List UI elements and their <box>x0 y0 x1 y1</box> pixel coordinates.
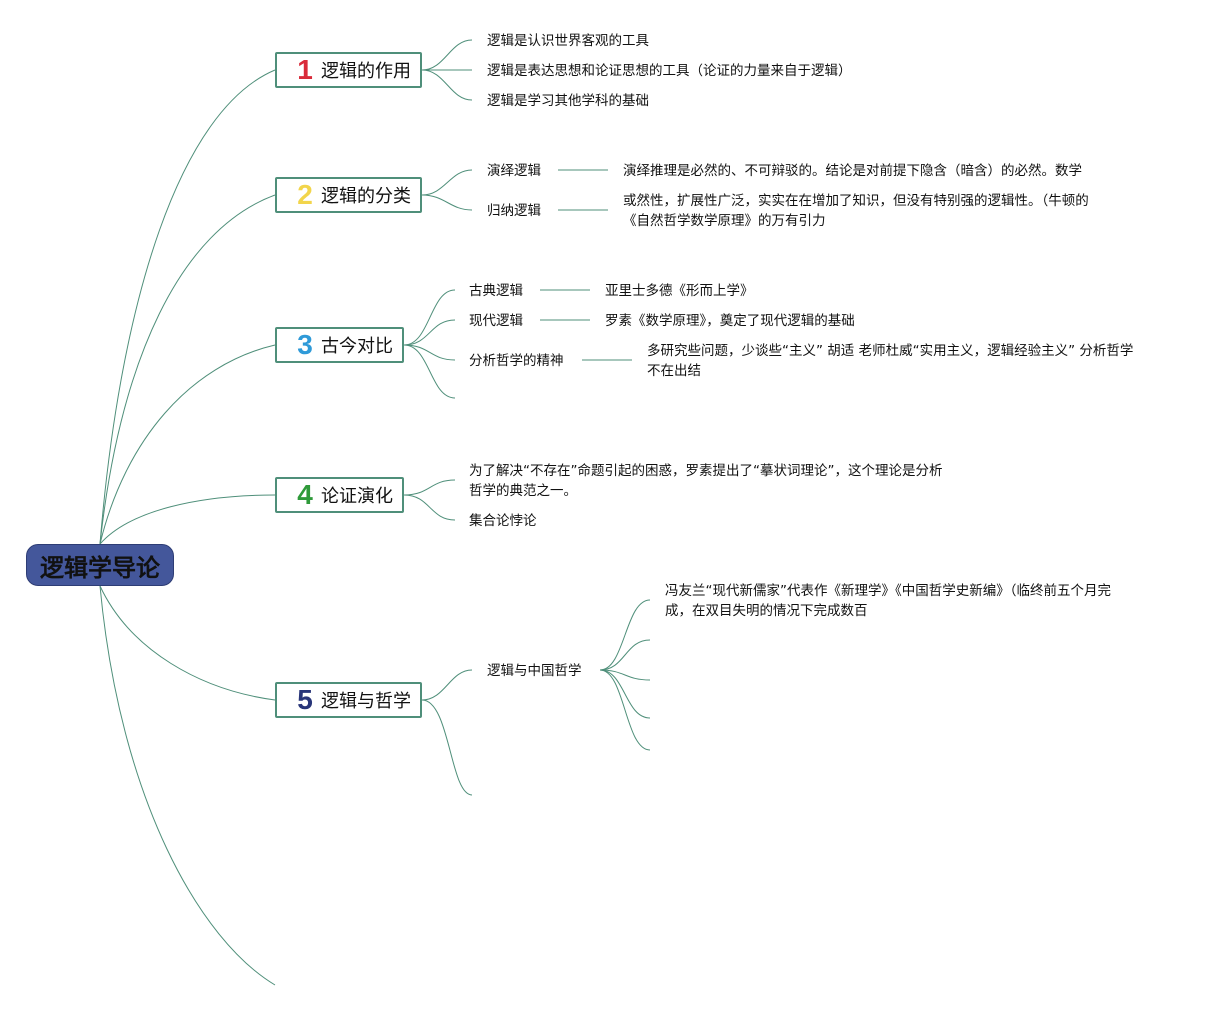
detail-line: 冯友兰“现代新儒家”代表作《新理学》《中国哲学史新编》（临终前五个月完 <box>665 583 1111 599</box>
topic-3[interactable]: 3 古今对比 <box>275 327 404 363</box>
detail-note[interactable]: 罗素《数学原理》，奠定了现代逻辑的基础 <box>605 313 855 329</box>
detail-line: 《自然哲学数学原理》的万有引力 <box>623 213 826 229</box>
topic-4[interactable]: 4 论证演化 <box>275 477 404 513</box>
topic-1[interactable]: 1 逻辑的作用 <box>275 52 422 88</box>
topic-label: 逻辑的作用 <box>321 61 411 82</box>
number-1-icon: 1 <box>297 54 313 85</box>
number-5-icon: 5 <box>297 684 313 715</box>
subtopic[interactable]: 逻辑是表达思想和论证思想的工具（论证的力量来自于逻辑） <box>487 63 852 79</box>
subtopic[interactable]: 集合论悖论 <box>469 513 537 529</box>
subtopic[interactable]: 古典逻辑 <box>469 283 523 299</box>
detail-note[interactable]: 多研究些问题，少谈些“主义” 胡适 老师杜威“实用主义，逻辑经验主义” 分析哲学… <box>647 341 1133 381</box>
topic-label: 论证演化 <box>321 486 393 507</box>
number-3-icon: 3 <box>297 329 313 360</box>
topic-2[interactable]: 2 逻辑的分类 <box>275 177 422 213</box>
subtopic[interactable]: 逻辑是认识世界客观的工具 <box>487 33 649 49</box>
subtopic[interactable]: 演绎逻辑 <box>487 163 541 179</box>
topic-5[interactable]: 5 逻辑与哲学 <box>275 682 422 718</box>
number-4-icon: 4 <box>297 479 313 510</box>
topic-label: 古今对比 <box>321 336 393 357</box>
root-topic[interactable]: 逻辑学导论 <box>26 544 174 586</box>
detail-line: 不在出结 <box>647 363 701 379</box>
detail-note[interactable]: 或然性，扩展性广泛，实实在在增加了知识，但没有特别强的逻辑性。（牛顿的 《自然哲… <box>623 191 1089 231</box>
subtopic[interactable]: 现代逻辑 <box>469 313 523 329</box>
subtopic[interactable]: 分析哲学的精神 <box>469 353 564 369</box>
topic-label: 逻辑的分类 <box>321 186 411 207</box>
topic-label: 逻辑与哲学 <box>321 691 411 712</box>
detail-line: 或然性，扩展性广泛，实实在在增加了知识，但没有特别强的逻辑性。（牛顿的 <box>623 193 1089 209</box>
subtopic[interactable]: 逻辑是学习其他学科的基础 <box>487 93 649 109</box>
subtopic[interactable]: 为了解决“不存在”命题引起的困惑，罗素提出了“摹状词理论”，这个理论是分析 哲学… <box>469 461 942 501</box>
detail-note[interactable]: 冯友兰“现代新儒家”代表作《新理学》《中国哲学史新编》（临终前五个月完 成，在双… <box>665 581 1111 621</box>
detail-note[interactable]: 演绎推理是必然的、不可辩驳的。结论是对前提下隐含（暗含）的必然。数学 <box>623 163 1082 179</box>
subtopic-line: 为了解决“不存在”命题引起的困惑，罗素提出了“摹状词理论”，这个理论是分析 <box>469 463 943 479</box>
subtopic[interactable]: 逻辑与中国哲学 <box>487 663 582 679</box>
subtopic-line: 哲学的典范之一。 <box>469 483 577 499</box>
number-2-icon: 2 <box>297 179 313 210</box>
detail-note[interactable]: 亚里士多德《形而上学》 <box>605 283 754 299</box>
detail-line: 多研究些问题，少谈些“主义” 胡适 老师杜威“实用主义，逻辑经验主义” 分析哲学 <box>647 343 1134 359</box>
subtopic[interactable]: 归纳逻辑 <box>487 203 541 219</box>
detail-line: 成，在双目失明的情况下完成数百 <box>665 603 868 619</box>
